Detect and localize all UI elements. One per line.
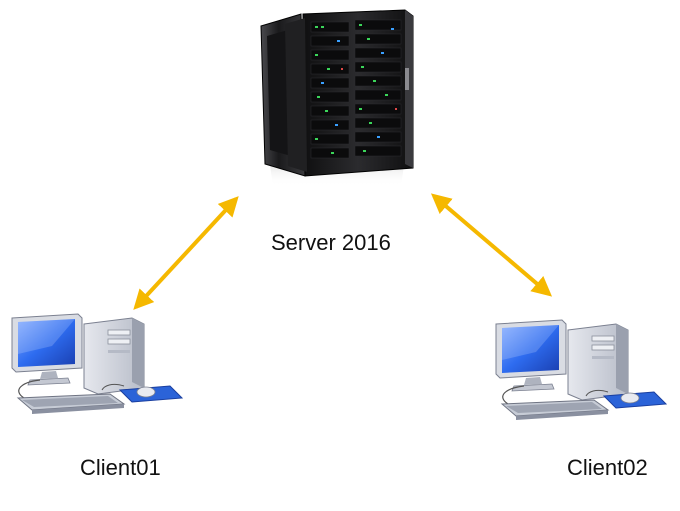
client02-label: Client02 <box>567 455 648 480</box>
desktop-computer-icon-client01 <box>11 313 183 415</box>
server-rack-icon <box>260 9 414 186</box>
client01-label: Client01 <box>80 455 161 480</box>
connection-arrow-server-client02 <box>430 193 553 297</box>
server-label: Server 2016 <box>271 230 391 255</box>
desktop-computer-icon-client02 <box>495 319 667 421</box>
connection-arrow-server-client01 <box>133 196 239 310</box>
